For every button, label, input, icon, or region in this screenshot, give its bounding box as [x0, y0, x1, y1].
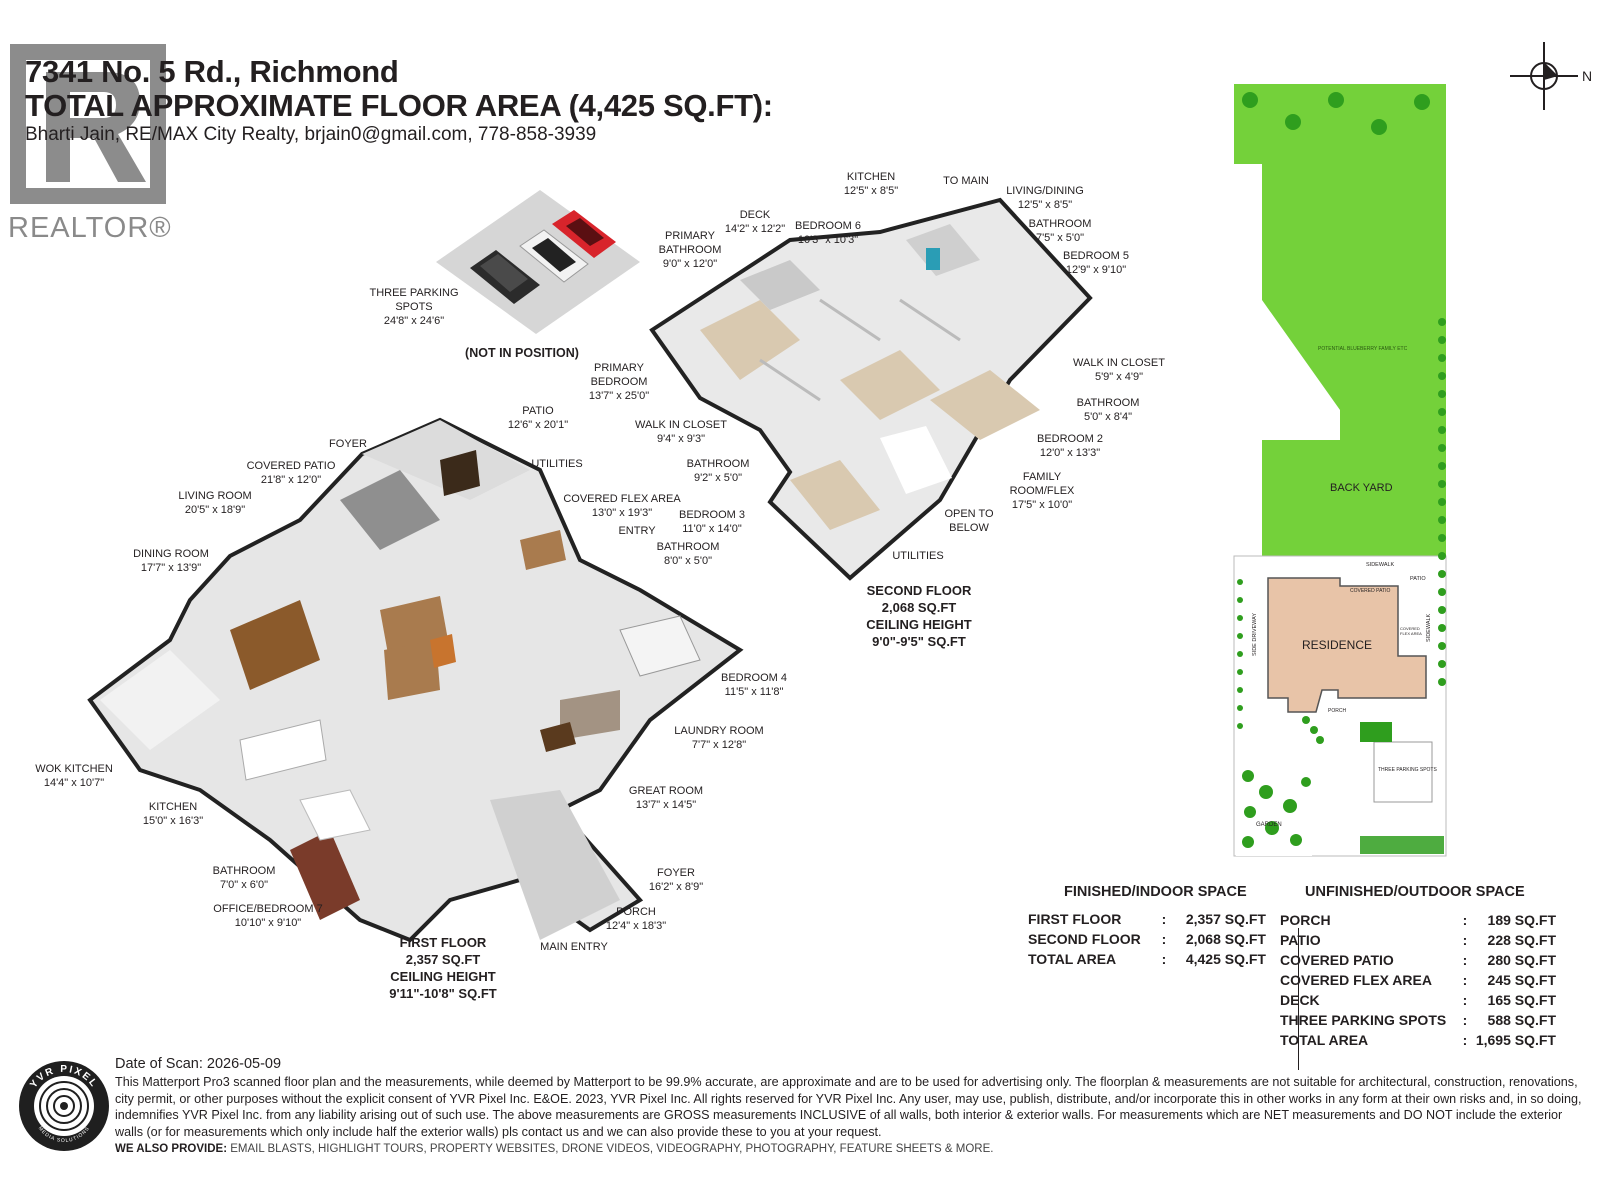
room-label-main-entry: MAIN ENTRY: [540, 941, 608, 953]
unfinished-space-table: PORCH:189 SQ.FT PATIO:228 SQ.FT COVERED …: [1280, 910, 1556, 1050]
finished-space-heading: FINISHED/INDOOR SPACE: [1064, 884, 1247, 900]
table-row: COVERED FLEX AREA:245 SQ.FT: [1280, 972, 1556, 988]
site-label-covered-flex-area: COVERED FLEX AREA: [1400, 626, 1422, 636]
room-label-utilities-upper: UTILITIES: [892, 550, 944, 562]
site-label-sidewalk: SIDEWALK: [1366, 562, 1395, 568]
room-label-entry: ENTRY: [618, 525, 656, 537]
table-row: PATIO:228 SQ.FT: [1280, 932, 1556, 948]
compass-north-label: N: [1582, 68, 1593, 84]
site-label-garden: GARDEN: [1256, 822, 1282, 828]
also-provide-label: WE ALSO PROVIDE:: [115, 1143, 228, 1155]
also-provide-items: EMAIL BLASTS, HIGHLIGHT TOURS, PROPERTY …: [230, 1143, 994, 1155]
room-label-to-main: TO MAIN: [943, 175, 989, 187]
unfinished-space-heading: UNFINISHED/OUTDOOR SPACE: [1305, 884, 1525, 900]
scan-date: Date of Scan: 2026-05-09: [115, 1056, 282, 1072]
table-row: DECK:165 SQ.FT: [1280, 992, 1556, 1008]
realtor-wordmark: REALTOR®: [8, 212, 172, 244]
room-label-utilities: UTILITIES: [531, 458, 583, 470]
table-row: THREE PARKING SPOTS:588 SQ.FT: [1280, 1012, 1556, 1028]
table-row: COVERED PATIO:280 SQ.FT: [1280, 952, 1556, 968]
car-icon: [519, 229, 589, 283]
site-label-three-parking-spots: THREE PARKING SPOTS: [1378, 767, 1437, 773]
site-plan: [1233, 84, 1447, 857]
also-provide-line: WE ALSO PROVIDE: EMAIL BLASTS, HIGHLIGHT…: [115, 1143, 993, 1155]
site-label-sidewalk-side: SIDEWALK: [1426, 613, 1432, 642]
site-label-residence: RESIDENCE: [1302, 638, 1373, 652]
site-label-patio: PATIO: [1410, 576, 1426, 582]
table-row: TOTAL AREA:1,695 SQ.FT: [1280, 1032, 1556, 1048]
table-row: PORCH:189 SQ.FT: [1280, 912, 1556, 928]
site-label-covered-patio: COVERED PATIO: [1350, 588, 1391, 594]
tree-icon: [1242, 92, 1430, 848]
table-row: FIRST FLOOR:2,357 SQ.FT: [1028, 911, 1266, 927]
realtor-r-logo: [10, 44, 166, 204]
site-label-back-yard: BACK YARD: [1330, 482, 1393, 494]
first-floor-plan: [87, 417, 744, 943]
parking-not-in-position-note: (NOT IN POSITION): [465, 346, 579, 360]
room-label-open-to-below: OPEN TO BELOW: [944, 508, 994, 534]
agent-contact: Bharti Jain, RE/MAX City Realty, brjain0…: [25, 124, 597, 145]
table-divider: [1298, 928, 1299, 1070]
property-address: 7341 No. 5 Rd., Richmond: [25, 54, 399, 89]
yvr-pixel-logo: YVR PIXEL MEDIA SOLUTIONS: [19, 1061, 109, 1151]
residence-footprint: [1267, 577, 1427, 713]
site-label-porch: PORCH: [1328, 708, 1347, 714]
north-compass-icon: [1510, 42, 1578, 110]
disclaimer-text: This Matterport Pro3 scanned floor plan …: [115, 1075, 1582, 1139]
second-floor-plan: [649, 197, 1093, 581]
table-row: SECOND FLOOR:2,068 SQ.FT: [1028, 931, 1266, 947]
table-row: TOTAL AREA:4,425 SQ.FT: [1028, 951, 1266, 967]
site-label-side-driveway: SIDE DRIVEWAY: [1252, 612, 1258, 656]
site-label-blueberry: POTENTIAL BLUEBERRY FAMILY ETC: [1318, 346, 1408, 352]
finished-space-table: FIRST FLOOR:2,357 SQ.FT SECOND FLOOR:2,0…: [1028, 909, 1266, 969]
room-label-foyer: FOYER: [329, 438, 367, 450]
car-icon: [552, 210, 616, 258]
car-icon: [470, 250, 540, 304]
total-floor-area-title: TOTAL APPROXIMATE FLOOR AREA (4,425 SQ.F…: [25, 88, 773, 123]
